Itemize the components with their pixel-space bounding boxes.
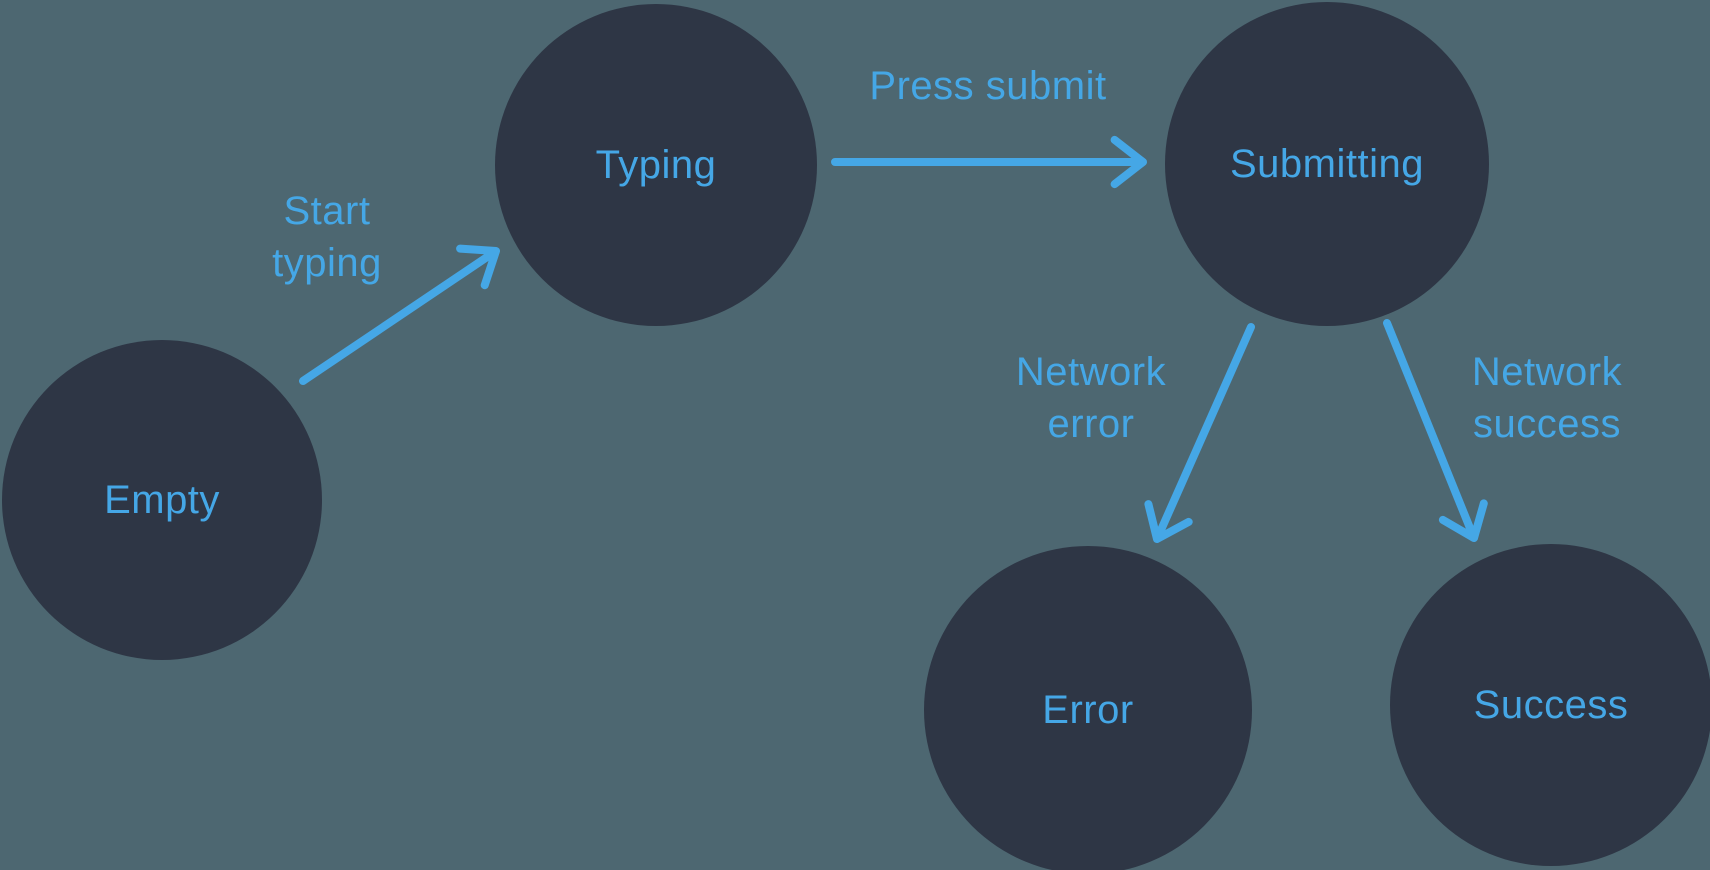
- transition-label-line: typing: [272, 241, 382, 285]
- state-label-error: Error: [1042, 687, 1134, 732]
- state-label-submitting: Submitting: [1230, 141, 1424, 186]
- transition-arrow-network-success: [1383, 319, 1488, 542]
- transition-label-line: Press submit: [869, 64, 1107, 108]
- transition-label-network-success: Network success: [1472, 346, 1622, 450]
- transition-arrow-press-submit: [831, 135, 1147, 189]
- transition-label-press-submit: Press submit: [869, 60, 1106, 112]
- state-node-empty: Empty: [2, 340, 322, 660]
- transition-label-line: success: [1472, 402, 1621, 446]
- state-label-typing: Typing: [595, 142, 717, 187]
- transition-label-line: error: [1047, 402, 1135, 446]
- transition-label-start-typing: Start typing: [272, 185, 382, 289]
- state-node-success: Success: [1390, 544, 1710, 866]
- state-label-empty: Empty: [104, 477, 220, 522]
- state-node-error: Error: [924, 546, 1252, 870]
- transition-label-line: Network: [1015, 350, 1167, 394]
- transition-label-line: Network: [1471, 350, 1623, 394]
- transition-label-line: Start: [283, 189, 371, 233]
- state-node-typing: Typing: [495, 4, 817, 326]
- state-label-success: Success: [1473, 682, 1629, 727]
- state-node-submitting: Submitting: [1165, 2, 1489, 326]
- transition-label-network-error: Network error: [1016, 346, 1166, 450]
